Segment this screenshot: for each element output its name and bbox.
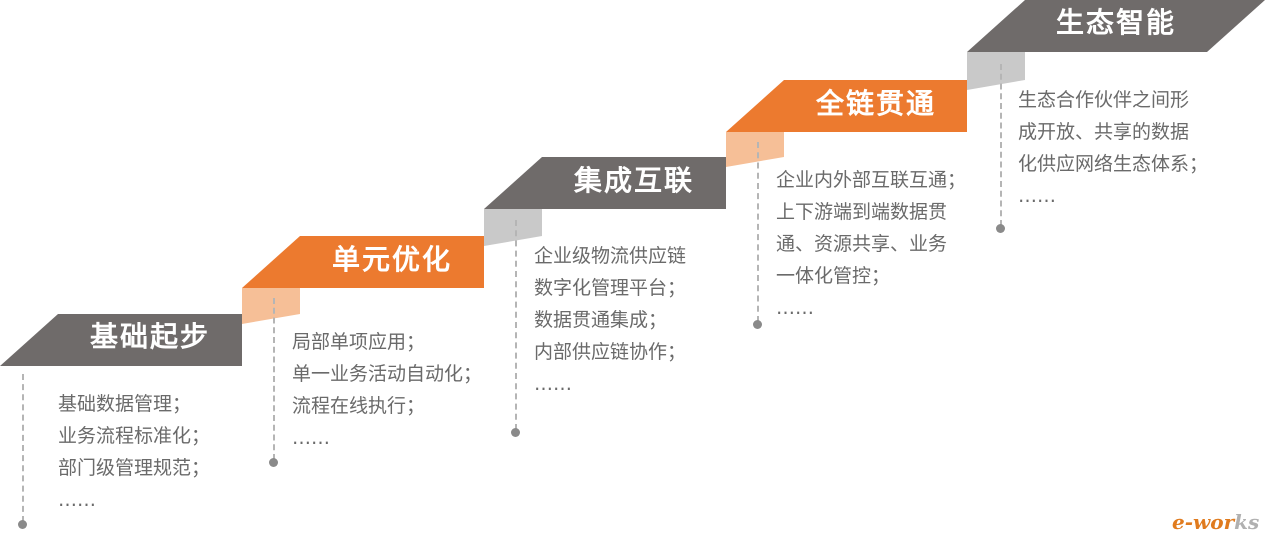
step-label-5: 生态智能 [1055, 6, 1177, 39]
step-label-3: 集成互联 [573, 164, 695, 197]
stage-5-item: 成开放、共享的数据 [1018, 121, 1190, 143]
step-riser-5 [967, 47, 1025, 90]
guide-dot-2 [269, 458, 278, 467]
guide-line-3 [515, 220, 517, 430]
guide-dot-3 [511, 428, 520, 437]
step-band-5 [967, 0, 1265, 52]
step-band-4 [726, 80, 967, 132]
step-label-4: 全链贯通 [815, 87, 937, 120]
step-riser-2 [242, 283, 300, 324]
stage-2-item: 单一业务活动自动化； [292, 363, 483, 385]
stage-5-item: 生态合作伙伴之间形 [1018, 89, 1190, 111]
guide-line-4 [757, 142, 759, 322]
guide-dot-5 [996, 224, 1005, 233]
stage-1-item: 基础数据管理； [58, 393, 192, 415]
stage-2-item: 局部单项应用； [292, 331, 426, 353]
step-band-1 [0, 314, 242, 366]
step-riser-4 [726, 127, 784, 167]
step-label-1: 基础起步 [89, 320, 211, 353]
stage-4-item: 企业内外部互联互通； [776, 169, 967, 191]
stage-3-item: 企业级物流供应链 [534, 245, 687, 267]
stage-4-item: …… [776, 297, 814, 319]
guide-dot-1 [18, 520, 27, 529]
stage-4-item: 一体化管控； [776, 265, 891, 287]
guide-line-2 [273, 298, 275, 460]
stage-1-item: 业务流程标准化； [58, 425, 211, 447]
stage-2-description: 局部单项应用； 单一业务活动自动化； 流程在线执行； …… [292, 326, 482, 454]
stage-5-item: …… [1018, 185, 1056, 207]
stage-1-item: …… [58, 489, 96, 511]
step-label-2: 单元优化 [331, 243, 453, 276]
stage-5-description: 生态合作伙伴之间形 成开放、共享的数据 化供应网络生态体系； …… [1018, 84, 1208, 212]
stage-3-item: 数字化管理平台； [534, 277, 687, 299]
e-works-logo: e-works [1172, 510, 1260, 534]
guide-line-1 [22, 374, 24, 522]
stage-4-item: 上下游端到端数据贯 [776, 201, 948, 223]
stage-5-item: 化供应网络生态体系； [1018, 153, 1209, 175]
step-riser-3 [484, 204, 542, 246]
stage-1-item: 部门级管理规范； [58, 457, 211, 479]
stage-2-item: 流程在线执行； [292, 395, 426, 417]
guide-line-5 [1000, 64, 1002, 226]
stage-4-description: 企业内外部互联互通； 上下游端到端数据贯 通、资源共享、业务 一体化管控； …… [776, 164, 966, 324]
stage-3-item: 数据贯通集成； [534, 309, 668, 331]
step-band-2 [242, 236, 484, 288]
stage-4-item: 通、资源共享、业务 [776, 233, 948, 255]
step-band-3 [484, 157, 726, 209]
stage-3-description: 企业级物流供应链 数字化管理平台； 数据贯通集成； 内部供应链协作； …… [534, 240, 686, 400]
stage-3-item: …… [534, 373, 572, 395]
stage-2-item: …… [292, 427, 330, 449]
guide-dot-4 [753, 320, 762, 329]
stage-3-item: 内部供应链协作； [534, 341, 687, 363]
stage-1-description: 基础数据管理； 业务流程标准化； 部门级管理规范； …… [58, 388, 210, 516]
